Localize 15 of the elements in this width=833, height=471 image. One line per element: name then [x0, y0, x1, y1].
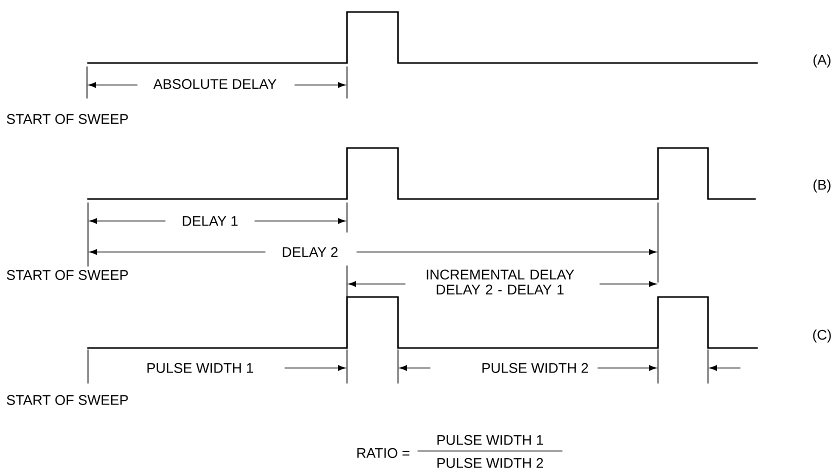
dimension-label: PULSE WIDTH 2: [482, 363, 588, 373]
waveform-label: (A): [814, 54, 830, 68]
waveform-label: (B): [814, 179, 830, 193]
fraction-numerator: PULSE WIDTH 1: [437, 435, 543, 445]
fraction-denominator: PULSE WIDTH 2: [437, 458, 543, 468]
dimension-label: DELAY 2: [282, 247, 338, 257]
dimension-label: DELAY 1: [182, 216, 238, 226]
reference-label: START OF SWEEP: [6, 395, 128, 405]
dimension-label: ABSOLUTE DELAY: [153, 79, 276, 89]
waveform-label: (C): [813, 329, 831, 343]
dimension-label: PULSE WIDTH 1: [147, 363, 253, 373]
dimension-label: INCREMENTAL DELAY DELAY 2 - DELAY 1: [426, 270, 574, 294]
formula-label: RATIO =: [357, 448, 410, 458]
reference-label: START OF SWEEP: [6, 270, 128, 280]
reference-label: START OF SWEEP: [6, 114, 128, 124]
